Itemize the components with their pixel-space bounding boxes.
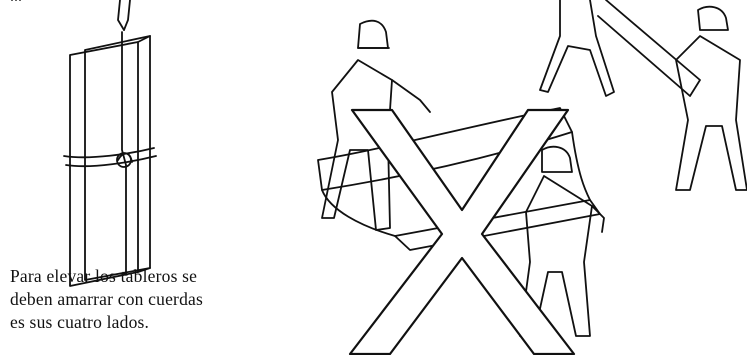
caption-line-1: Para elevar los tableros se	[10, 266, 198, 286]
tied-panels-icon	[63, 0, 157, 287]
workers-carrying-panel-icon	[317, 0, 747, 355]
caption-line-2: deben amarrar con cuerdas	[10, 289, 204, 309]
cropped-top-text: ...	[10, 0, 22, 6]
caption-line-3: es sus cuatro lados.	[10, 312, 150, 332]
caption: Para elevar los tableros se deben amarra…	[10, 265, 310, 334]
